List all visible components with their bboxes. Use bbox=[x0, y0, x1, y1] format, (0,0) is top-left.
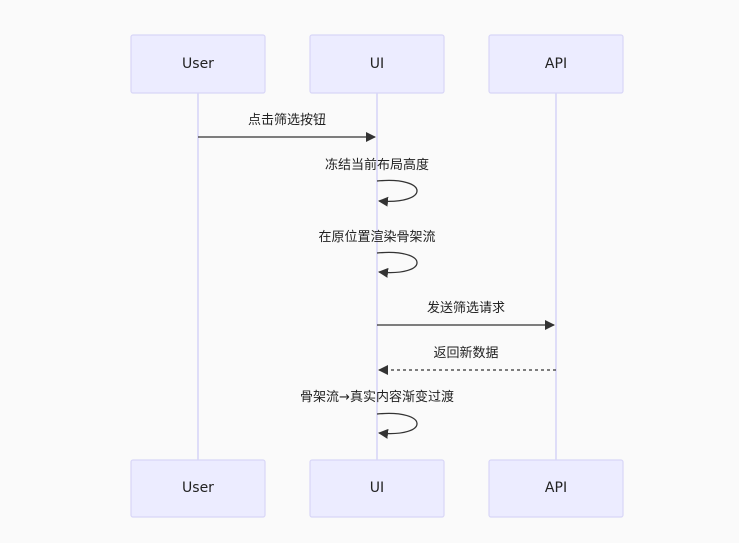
message-label-3: 在原位置渲染骨架流 bbox=[318, 230, 435, 245]
message-label-1: 点击筛选按钮 bbox=[248, 113, 326, 128]
actor-ui-bottom-label: UI bbox=[370, 480, 384, 496]
actor-api-bottom-label: API bbox=[545, 480, 567, 496]
message-label-6: 骨架流→真实内容渐变过渡 bbox=[300, 389, 454, 405]
message-arrow-6 bbox=[376, 412, 418, 439]
actor-ui-bottom: UI bbox=[309, 459, 445, 518]
actor-user-top-label: User bbox=[182, 56, 214, 72]
actor-ui-top-label: UI bbox=[370, 56, 384, 72]
actor-user-top: User bbox=[130, 34, 266, 94]
message-arrow-3 bbox=[376, 251, 418, 278]
message-arrow-2 bbox=[376, 179, 418, 207]
actor-user-bottom-label: User bbox=[182, 480, 214, 496]
message-label-4: 发送筛选请求 bbox=[427, 300, 505, 316]
actor-api-bottom: API bbox=[488, 459, 624, 518]
message-label-2: 冻结当前布局高度 bbox=[325, 157, 429, 173]
actor-api-top: API bbox=[488, 34, 624, 94]
actor-api-top-label: API bbox=[545, 56, 567, 72]
actor-ui-top: UI bbox=[309, 34, 445, 94]
message-label-5: 返回新数据 bbox=[433, 345, 498, 361]
actor-user-bottom: User bbox=[130, 459, 266, 518]
